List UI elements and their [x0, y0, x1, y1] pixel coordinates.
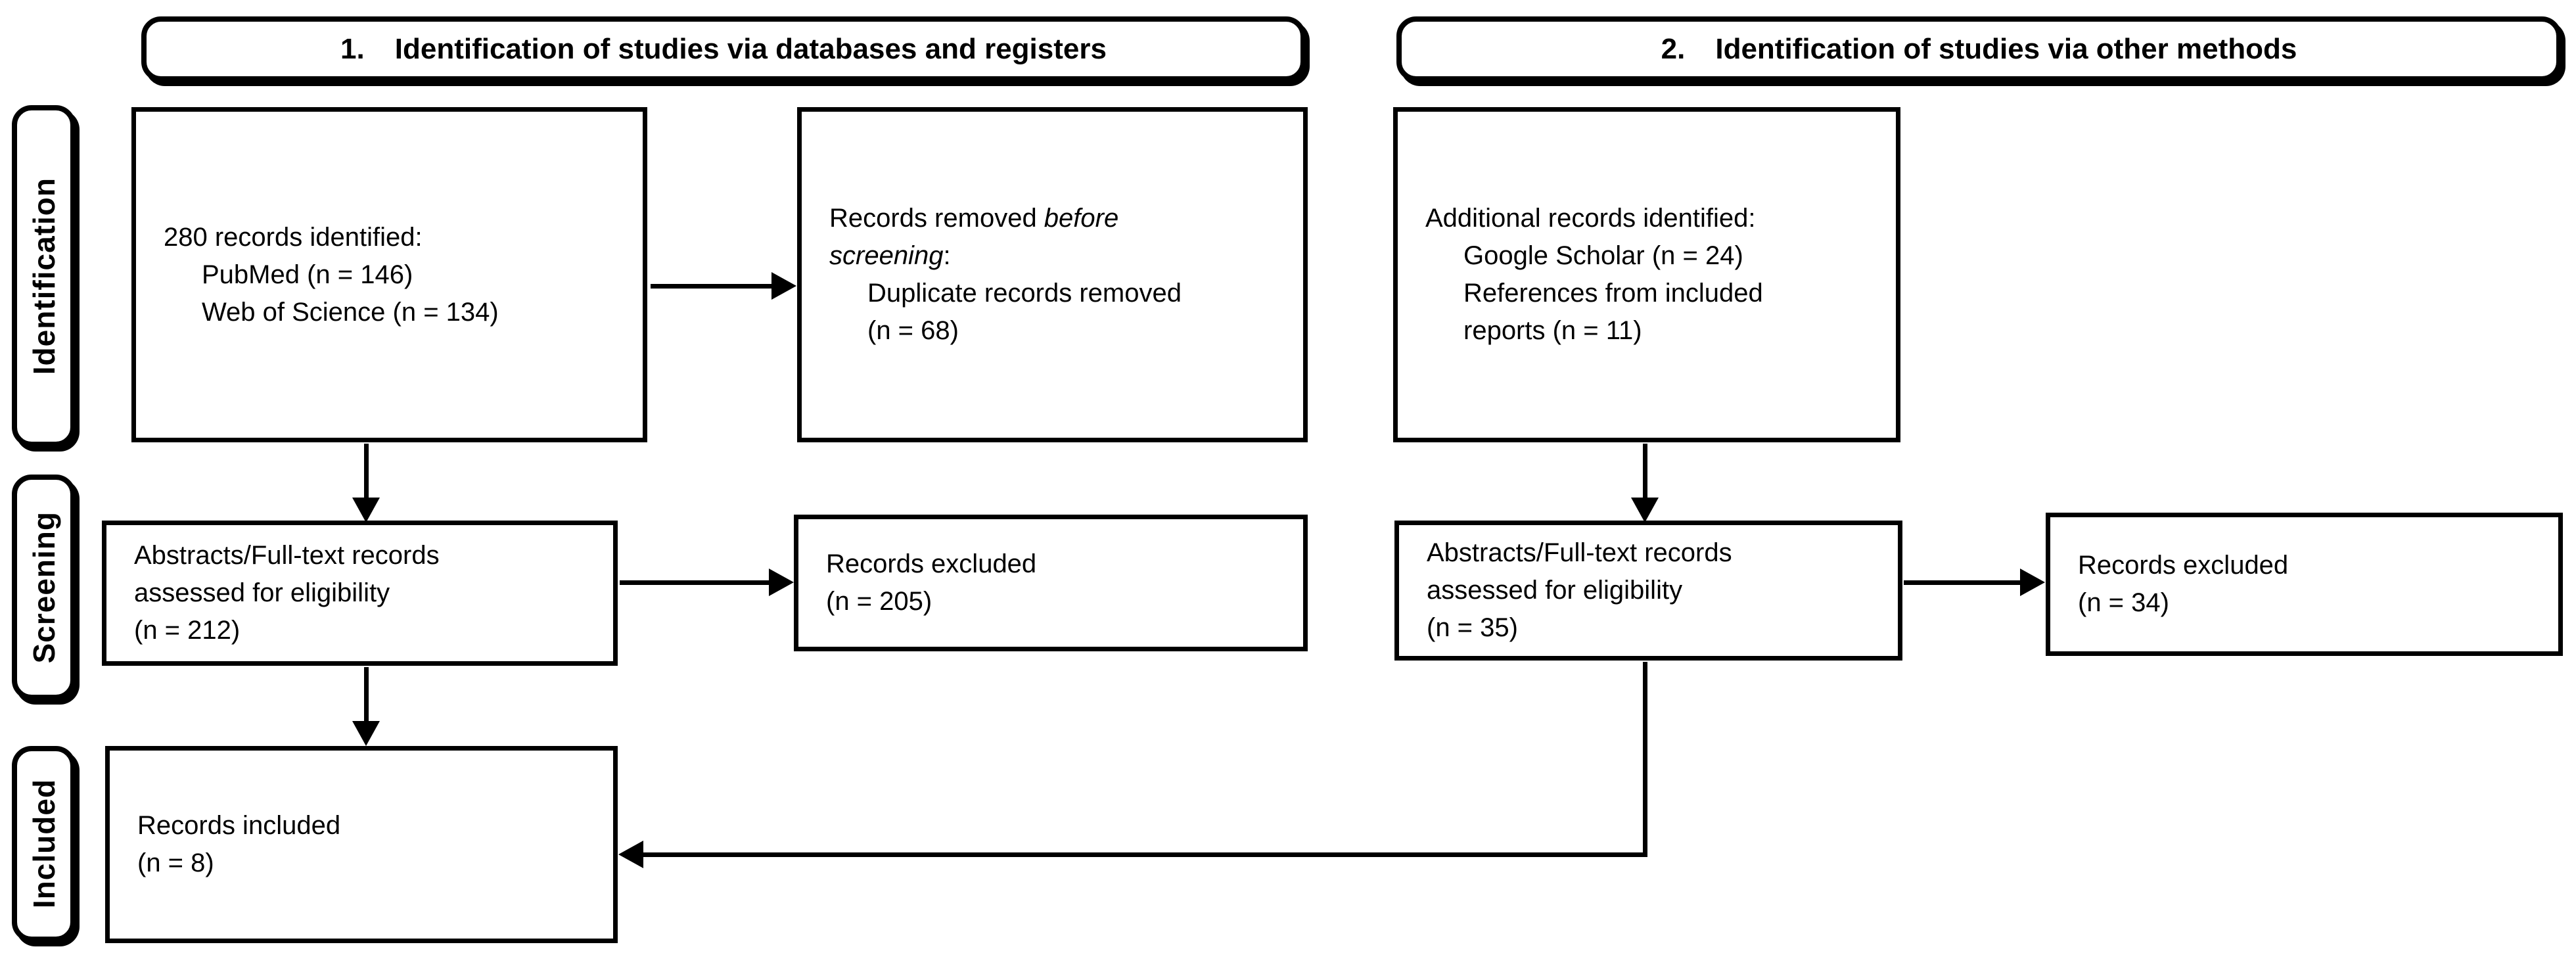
box-records-identified-databases: 280 records identified: PubMed (n = 146)… [131, 107, 647, 442]
column-header-databases: 1. Identification of studies via databas… [141, 16, 1306, 81]
arrow-line [364, 444, 369, 500]
arrowhead-right-icon [771, 272, 796, 300]
text-line: (n = 35) [1427, 613, 1518, 642]
arrowhead-left-icon [618, 841, 643, 868]
stage-label-identification: Identification [12, 105, 76, 447]
text-line: (n = 34) [2078, 588, 2169, 617]
arrowhead-down-icon [352, 498, 380, 523]
box-records-included: Records included (n = 8) [105, 746, 618, 943]
text-line: (n = 8) [137, 848, 214, 877]
text-line: Additional records identified: [1425, 204, 1756, 233]
text-line: References from included [1463, 279, 1763, 308]
stage-label-screening: Screening [12, 475, 76, 700]
text-line: Records included [137, 811, 341, 840]
text-line: Duplicate records removed [867, 279, 1182, 308]
text-line: Records excluded [2078, 551, 2289, 580]
arrowhead-down-icon [352, 721, 380, 746]
text-line: assessed for eligibility [1427, 576, 1683, 605]
box-additional-records-identified: Additional records identified: Google Sc… [1393, 107, 1900, 442]
text-line: PubMed (n = 146) [202, 260, 413, 289]
text-line: reports (n = 11) [1463, 316, 1642, 345]
text-line: assessed for eligibility [134, 578, 390, 607]
text-line: screening: [829, 241, 951, 270]
header-title: Identification of studies via other meth… [1715, 32, 2297, 65]
text-line: Abstracts/Full-text records [1427, 538, 1732, 567]
arrow-line-horizontal [641, 852, 1647, 857]
box-records-excluded-databases: Records excluded (n = 205) [794, 515, 1308, 651]
stage-label-text: Included [26, 779, 61, 909]
stage-label-text: Screening [26, 511, 61, 664]
text-line: Abstracts/Full-text records [134, 541, 440, 570]
arrowhead-right-icon [769, 569, 794, 596]
text-line: (n = 68) [867, 316, 959, 345]
text-line: Google Scholar (n = 24) [1463, 241, 1743, 270]
header-number: 2. [1661, 32, 1686, 65]
arrow-line [620, 580, 771, 585]
text-line: Web of Science (n = 134) [202, 297, 499, 327]
header-title: Identification of studies via databases … [394, 32, 1107, 65]
column-header-other-methods: 2. Identification of studies via other m… [1396, 16, 2562, 81]
text-line: (n = 212) [134, 616, 241, 645]
text-line: Records removed before [829, 204, 1119, 233]
stage-label-included: Included [12, 746, 76, 942]
arrow-line [1643, 444, 1647, 500]
arrowhead-down-icon [1631, 498, 1659, 523]
text-line: 280 records identified: [164, 222, 423, 252]
arrow-line [364, 667, 369, 723]
arrow-line [651, 284, 772, 289]
text-line: Records excluded [826, 549, 1037, 578]
box-records-excluded-other: Records excluded (n = 34) [2046, 513, 2563, 656]
arrowhead-right-icon [2020, 569, 2045, 596]
box-records-removed-before-screening: Records removed before screening: Duplic… [797, 107, 1308, 442]
stage-label-text: Identification [26, 177, 61, 375]
box-records-assessed-other: Abstracts/Full-text records assessed for… [1394, 521, 1902, 661]
arrow-line [1904, 580, 2021, 585]
box-records-assessed-databases: Abstracts/Full-text records assessed for… [102, 521, 618, 666]
arrow-line-vertical [1643, 662, 1647, 856]
text-line: (n = 205) [826, 587, 932, 616]
header-number: 1. [340, 32, 365, 65]
